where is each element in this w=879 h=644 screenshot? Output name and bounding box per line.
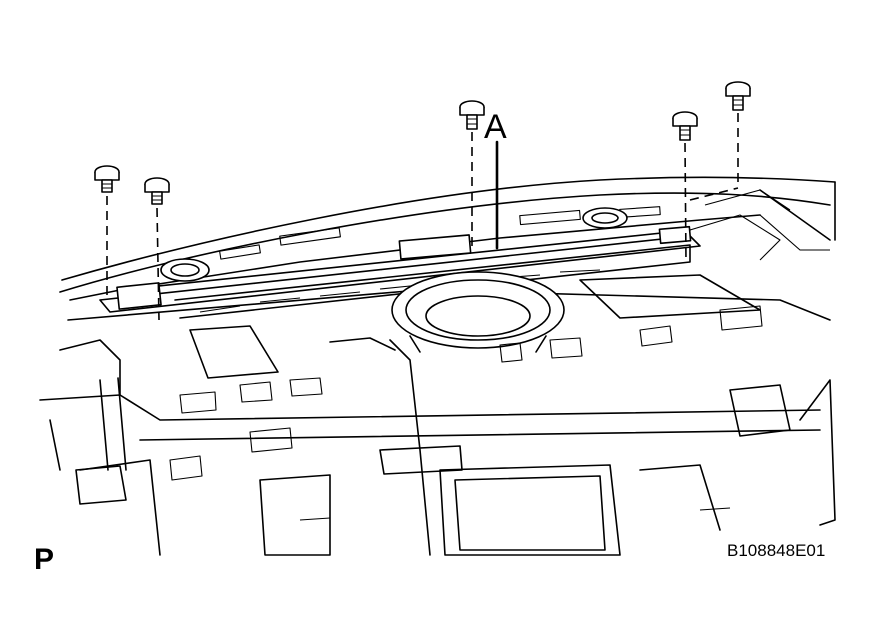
tray-rings: [160, 207, 628, 282]
bolt-2: [144, 177, 170, 205]
lower-body-structure: [39, 274, 836, 556]
bolt-4: [672, 111, 698, 141]
bolt-5: [725, 81, 751, 111]
bolt-1: [94, 165, 120, 193]
figure-code: B108848E01: [727, 541, 825, 560]
speaker: [391, 271, 565, 353]
bolt-3: [459, 100, 485, 130]
bolt-guide-lines: [106, 113, 739, 321]
callout-label: A: [484, 108, 507, 146]
view-letter: P: [34, 543, 54, 576]
